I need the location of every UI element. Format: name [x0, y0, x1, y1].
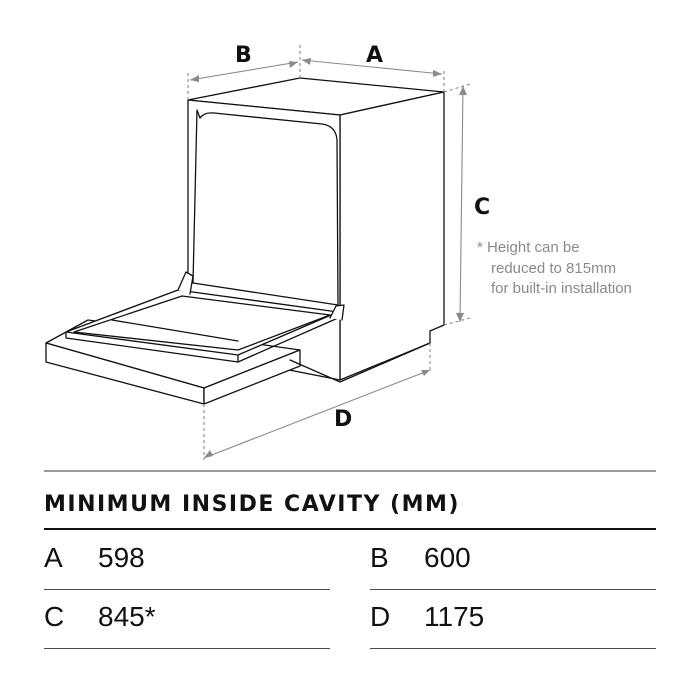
dimension-label-c: C [474, 195, 490, 220]
height-note-line-1: * Height can be [477, 239, 580, 256]
dimension-cell-c: C 845* [44, 589, 330, 649]
dimension-key: A [44, 542, 63, 573]
cavity-dimensions-table: MINIMUM INSIDE CAVITY (MM) A 598 B 600 C… [44, 470, 656, 649]
table-row: A 598 B 600 [44, 530, 656, 590]
dimension-cell-a: A 598 [44, 530, 330, 590]
table-row: C 845* D 1175 [44, 589, 656, 649]
dimension-lines [187, 42, 471, 460]
dimension-cell-b: B 600 [370, 530, 656, 590]
dimension-label-d: D [334, 407, 352, 432]
dimension-value: 598 [98, 542, 145, 573]
dimension-label-a: A [366, 43, 383, 68]
table-heading: MINIMUM INSIDE CAVITY (MM) [44, 492, 460, 517]
dimension-value: 1175 [424, 601, 485, 632]
dishwasher-dimension-diagram: B A C D * Height can be reduced to 815mm… [45, 42, 632, 460]
dimension-key: B [370, 542, 389, 573]
dimension-key: C [44, 601, 65, 632]
dimension-cell-d: D 1175 [370, 589, 656, 649]
height-note-line-3: for built-in installation [491, 280, 632, 297]
dimension-key: D [370, 601, 391, 632]
table-heading-divider [44, 528, 656, 530]
dimension-arrowheads [190, 58, 467, 458]
dimension-label-b: B [235, 43, 252, 68]
table-top-divider [44, 470, 656, 472]
height-note-line-2: reduced to 815mm [491, 260, 616, 277]
dimension-value: 845* [98, 601, 156, 632]
dishwasher-outline [45, 77, 445, 405]
dimension-value: 600 [424, 542, 471, 573]
